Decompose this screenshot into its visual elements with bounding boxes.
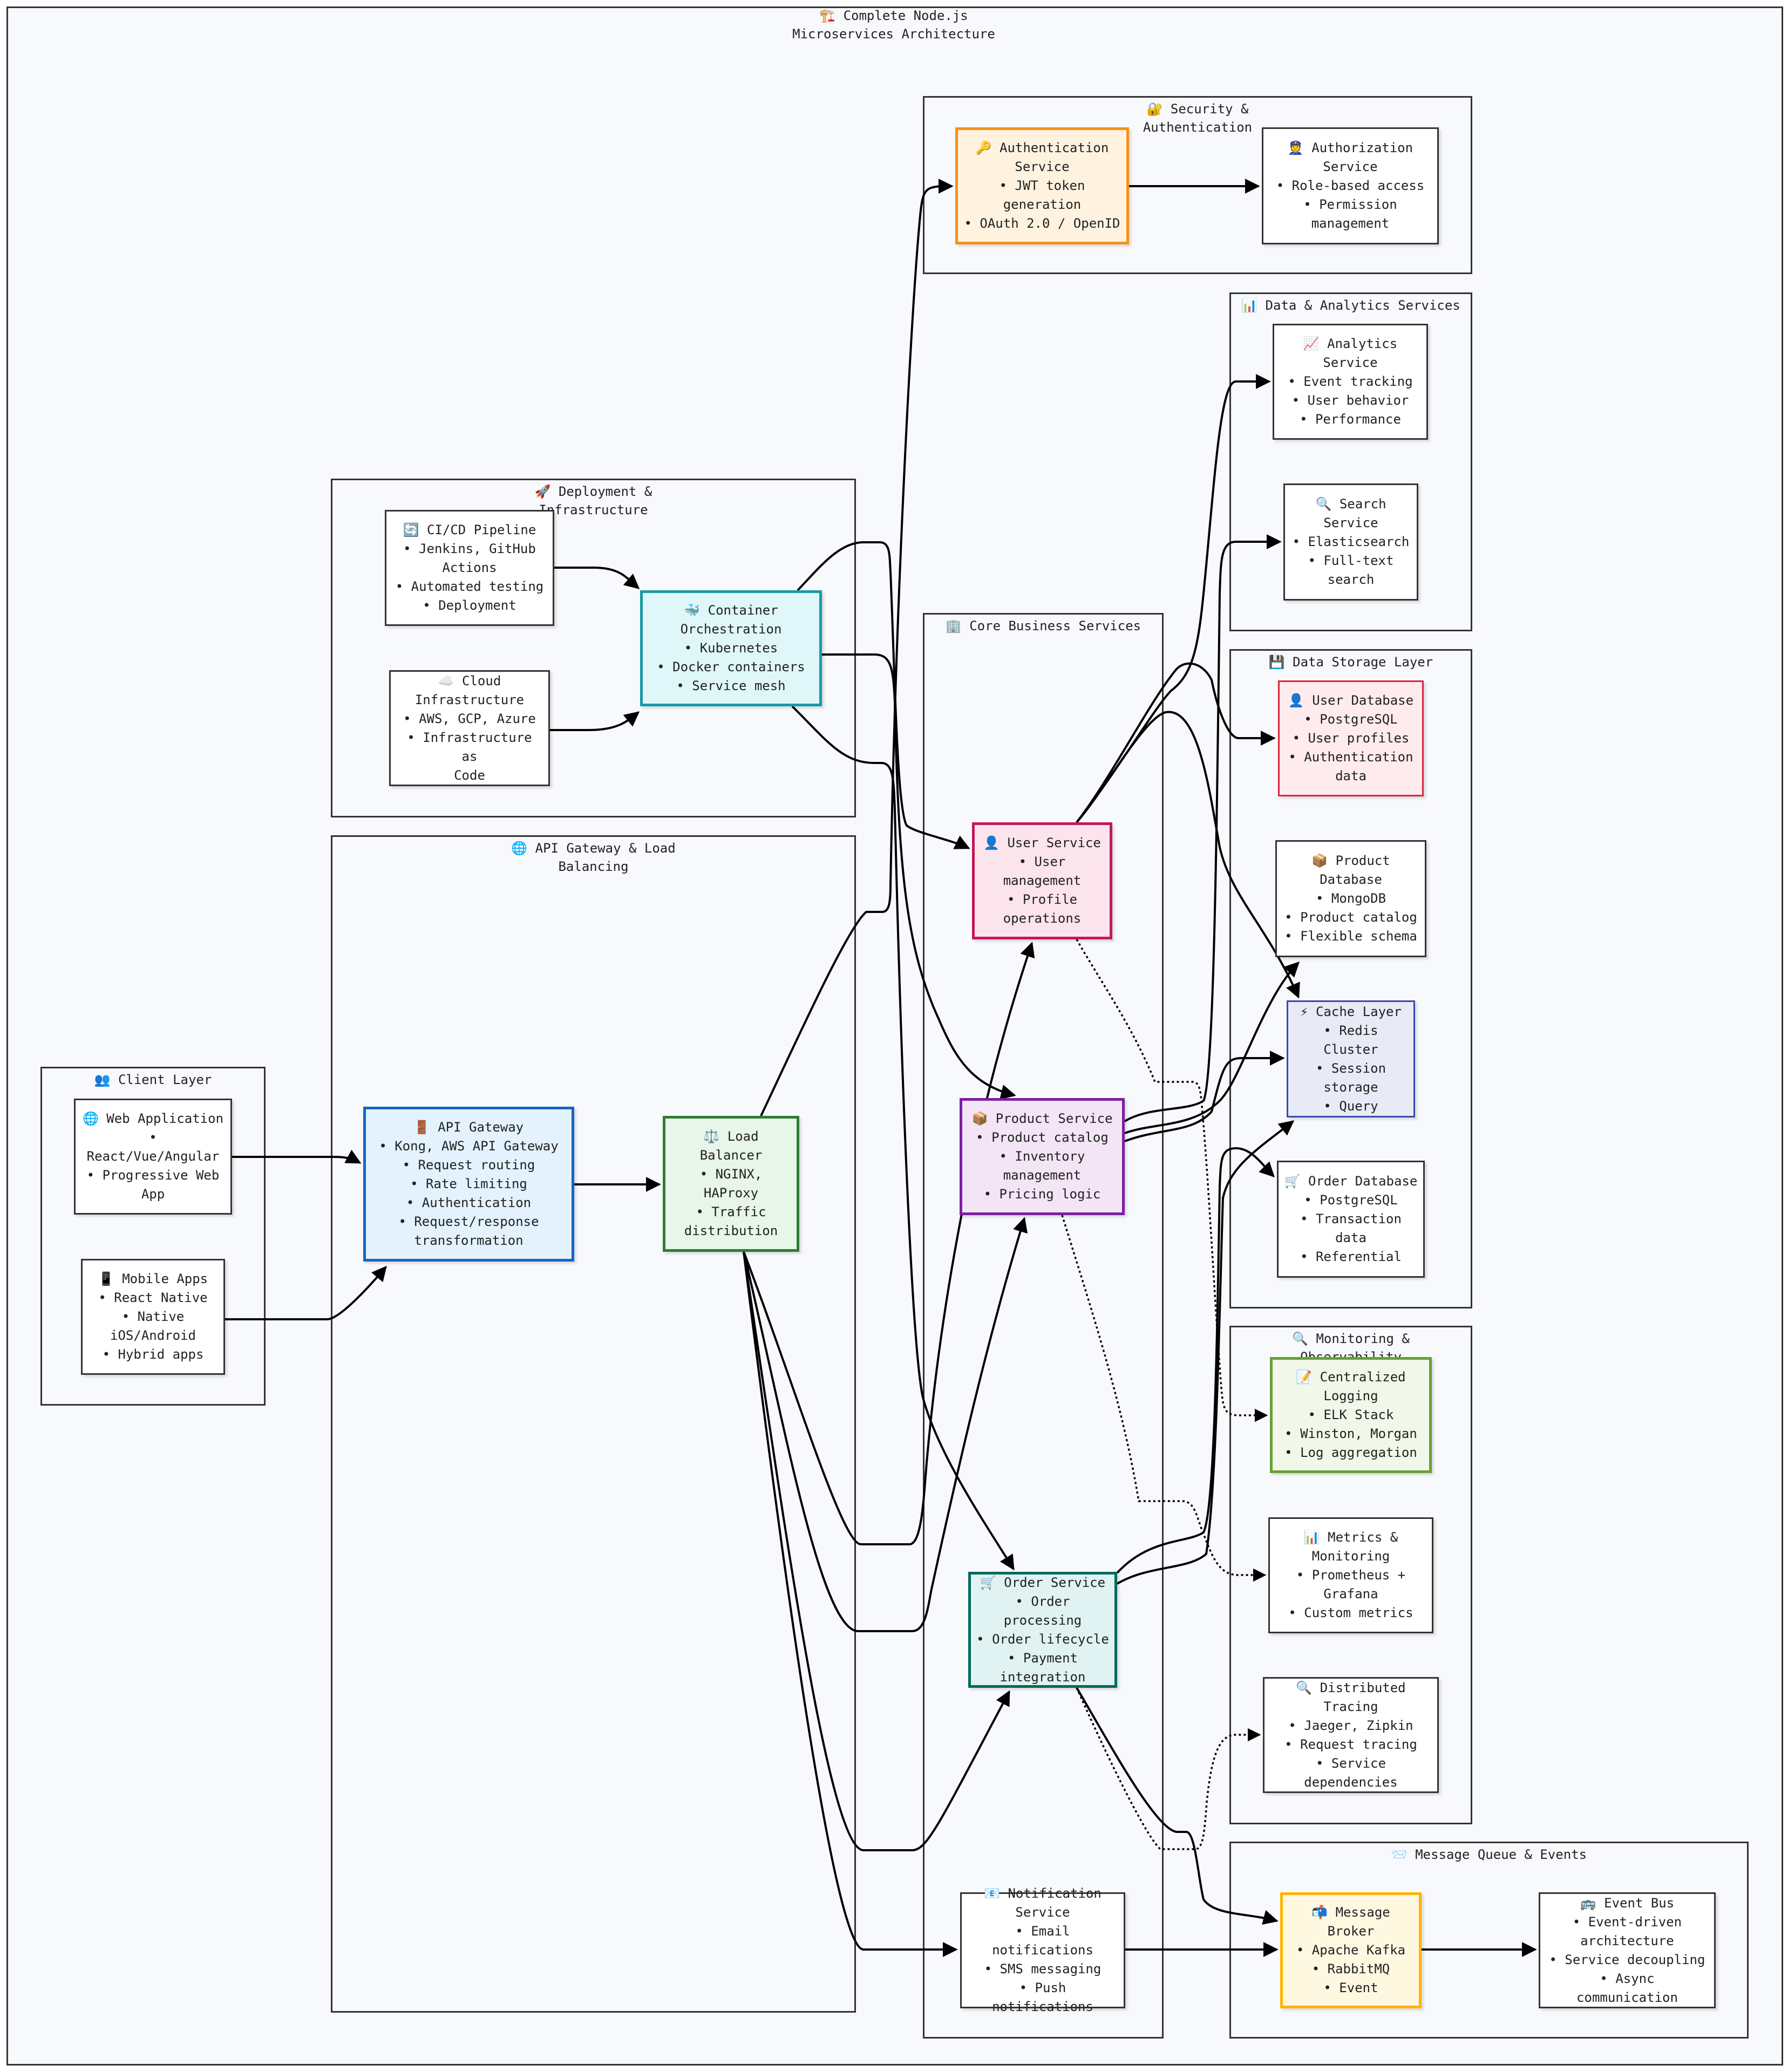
edge-usersvc-logging [1076,939,1268,1422]
edge-container-usersvc [797,541,970,849]
edge-webapp-apigw [232,1149,362,1164]
user-database-label: 👤 User Database • PostgreSQL • User prof… [1288,693,1414,783]
group-client-label: 👥 Client Layer [94,1072,212,1087]
user-database-node[interactable]: 👤 User Database • PostgreSQL • User prof… [1278,680,1424,796]
edge-container-productsvc [822,653,1016,1100]
event-bus-node[interactable]: 🚌 Event Bus • Event-driven architecture … [1539,1892,1716,2008]
edge-lb-notifsvc [743,1251,958,1957]
edge-cicd-container [554,567,640,589]
web-application-node[interactable]: 🌐 Web Application • React/Vue/Angular • … [74,1099,232,1215]
notification-service-node[interactable]: 📧 Notification Service • Email notificat… [960,1886,1125,2014]
load-balancer-node[interactable]: ⚖️ Load Balancer • NGINX, HAProxy • Traf… [663,1116,799,1252]
cache-layer-label: ⚡ Cache Layer • Redis Cluster • Session … [1300,1004,1402,1114]
edge-lb-ordersvc [743,1251,1010,1851]
edge-container-ordersvc [791,705,1015,1571]
edge-ordersvc-tracing [1076,1687,1261,1850]
order-service-node[interactable]: 🛒 Order Service • Order processing • Ord… [968,1572,1117,1688]
authorization-service-node[interactable]: 👮 Authorization Service • Role-based acc… [1262,127,1439,244]
group-storage-label: 💾 Data Storage Layer [1268,655,1433,670]
authentication-service-label: 🔑 Authentication Service • JWT token gen… [964,140,1120,231]
edge-ordersvc-cache [1116,1120,1295,1585]
api-gateway-label: 🚪 API Gateway • Kong, AWS API Gateway • … [379,1120,559,1248]
group-mq-label: 📨 Message Queue & Events [1391,1847,1587,1862]
diagram-title: 🏗️ Complete Node.js Microservices Archit… [792,8,995,42]
product-database-node[interactable]: 📦 Product Database • MongoDB • Product c… [1275,840,1426,957]
edge-productsvc-cache [1124,1051,1285,1142]
authorization-service-label: 👮 Authorization Service • Role-based acc… [1276,140,1425,231]
event-bus-label: 🚌 Event Bus • Event-driven architecture … [1549,1895,1705,2005]
order-service-label: 🛒 Order Service • Order processing • Ord… [976,1575,1109,1685]
cicd-pipeline-label: 🔄 CI/CD Pipeline • Jenkins, GitHub Actio… [395,522,544,613]
distributed-tracing-label: 🔍 Distributed Tracing • Jaeger, Zipkin •… [1284,1680,1417,1790]
order-database-node[interactable]: 🛒 Order Database • PostgreSQL • Transact… [1277,1161,1425,1278]
edge-lb-auth [760,179,954,1116]
message-broker-label: 📬 Message Broker • Apache Kafka • Rabbit… [1296,1905,1406,1995]
centralized-logging-node[interactable]: 📝 Centralized Logging • ELK Stack • Wins… [1270,1357,1432,1473]
edge-ordersvc-orderdb [1116,1147,1275,1574]
web-application-label: 🌐 Web Application • React/Vue/Angular • … [82,1111,224,1202]
notification-service-label: 📧 Notification Service • Email notificat… [984,1886,1102,2014]
group-deployment-label: 🚀 Deployment & Infrastructure [534,484,652,517]
api-gateway-node[interactable]: 🚪 API Gateway • Kong, AWS API Gateway • … [363,1107,574,1262]
edge-productsvc-productdb [1124,962,1300,1134]
edge-productsvc-search [1124,534,1282,1122]
group-gateway-label: 🌐 API Gateway & Load Balancing [511,841,676,874]
edge-cloud-container [550,711,640,731]
diagram-frame [6,6,1783,2066]
analytics-service-label: 📈 Analytics Service • Event tracking • U… [1288,336,1413,427]
edge-usersvc-analytics [1076,374,1271,823]
cache-layer-node[interactable]: ⚡ Cache Layer • Redis Cluster • Session … [1287,1000,1415,1117]
edge-ordersvc-broker [1076,1687,1279,1925]
group-security-label: 🔐 Security & Authentication [1143,101,1253,135]
distributed-tracing-node[interactable]: 🔍 Distributed Tracing • Jaeger, Zipkin •… [1263,1677,1439,1793]
metrics-monitoring-node[interactable]: 📊 Metrics & Monitoring • Prometheus + Gr… [1268,1517,1433,1633]
group-analytics-label: 📊 Data & Analytics Services [1241,298,1460,313]
product-service-label: 📦 Product Service • Product catalog • In… [971,1111,1113,1202]
edge-lb-productsvc [743,1217,1028,1632]
edge-mobile-apgw [225,1265,387,1320]
cicd-pipeline-node[interactable]: 🔄 CI/CD Pipeline • Jenkins, GitHub Actio… [385,510,554,626]
load-balancer-label: ⚖️ Load Balancer • NGINX, HAProxy • Traf… [684,1129,778,1238]
edge-usersvc-cache [1076,711,1300,999]
message-broker-node[interactable]: 📬 Message Broker • Apache Kafka • Rabbit… [1280,1892,1422,2008]
user-service-node[interactable]: 👤 User Service • User management • Profi… [972,822,1112,939]
product-database-label: 📦 Product Database • MongoDB • Product c… [1284,853,1417,944]
analytics-service-node[interactable]: 📈 Analytics Service • Event tracking • U… [1273,324,1428,440]
container-orchestration-node[interactable]: 🐳 Container Orchestration • Kubernetes •… [640,590,822,706]
mobile-apps-label: 📱 Mobile Apps • React Native • Native iO… [98,1271,208,1362]
authentication-service-node[interactable]: 🔑 Authentication Service • JWT token gen… [955,127,1129,244]
container-orchestration-label: 🐳 Container Orchestration • Kubernetes •… [657,603,805,693]
user-service-label: 👤 User Service • User management • Profi… [983,835,1101,926]
edge-productsvc-metrics [1061,1215,1267,1582]
order-database-label: 🛒 Order Database • PostgreSQL • Transact… [1284,1174,1418,1264]
metrics-monitoring-label: 📊 Metrics & Monitoring • Prometheus + Gr… [1288,1530,1413,1620]
group-core-label: 🏢 Core Business Services [945,618,1141,633]
cloud-infrastructure-label: ☁️ Cloud Infrastructure • AWS, GCP, Azur… [403,673,536,783]
centralized-logging-label: 📝 Centralized Logging • ELK Stack • Wins… [1284,1369,1417,1460]
product-service-node[interactable]: 📦 Product Service • Product catalog • In… [960,1098,1125,1215]
cloud-infrastructure-node[interactable]: ☁️ Cloud Infrastructure • AWS, GCP, Azur… [389,670,550,786]
mobile-apps-node[interactable]: 📱 Mobile Apps • React Native • Native iO… [81,1259,225,1375]
edge-usersvc-userdb [1076,662,1276,823]
search-service-label: 🔍 Search Service • Elasticsearch • Full-… [1292,496,1410,587]
search-service-node[interactable]: 🔍 Search Service • Elasticsearch • Full-… [1283,483,1418,601]
